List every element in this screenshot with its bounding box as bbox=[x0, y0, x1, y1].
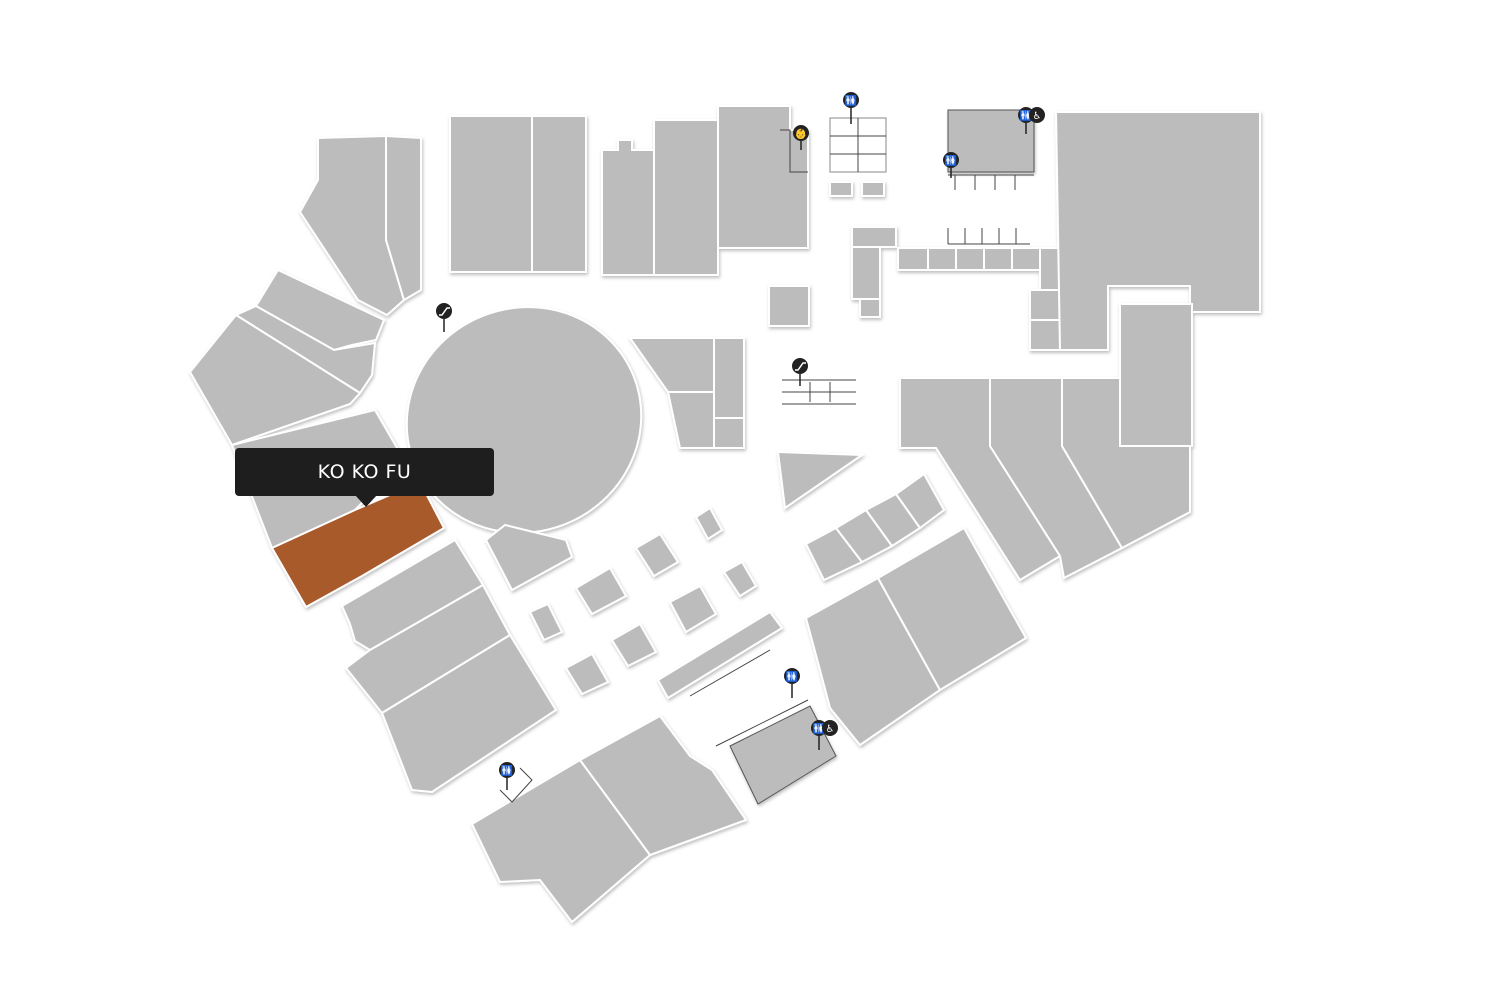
store-unit[interactable] bbox=[859, 298, 881, 318]
escalator-icon[interactable] bbox=[792, 358, 808, 386]
store-unit[interactable] bbox=[894, 472, 946, 530]
store-unit[interactable] bbox=[861, 181, 885, 197]
store-unit[interactable] bbox=[385, 134, 422, 302]
restroom-block bbox=[947, 109, 1035, 173]
store-unit[interactable] bbox=[578, 714, 748, 857]
store-unit[interactable] bbox=[717, 105, 809, 249]
store-unit[interactable] bbox=[653, 119, 719, 276]
svg-text:♿: ♿ bbox=[1033, 111, 1042, 122]
kiosk[interactable] bbox=[564, 652, 610, 696]
store-unit[interactable] bbox=[601, 139, 655, 276]
restroom-icon[interactable]: 🚻 bbox=[499, 762, 515, 790]
store-unit[interactable] bbox=[983, 247, 1013, 271]
store-unit[interactable] bbox=[656, 610, 784, 700]
restroom-icon[interactable]: 🚻 bbox=[843, 92, 859, 124]
anchor-store[interactable] bbox=[1054, 111, 1261, 351]
store-unit[interactable] bbox=[1029, 319, 1061, 351]
store-unit[interactable] bbox=[876, 526, 1028, 692]
parking-outline bbox=[499, 117, 1034, 803]
store-unit[interactable] bbox=[768, 285, 810, 327]
store-unit[interactable] bbox=[1011, 247, 1041, 271]
store-unit[interactable] bbox=[955, 247, 985, 271]
kiosk[interactable] bbox=[668, 584, 718, 634]
restroom-icon[interactable]: 🚻 bbox=[1018, 107, 1034, 134]
svg-text:🚻: 🚻 bbox=[845, 94, 857, 107]
accessible-restroom-icon[interactable]: ♿ bbox=[1029, 107, 1045, 123]
store-unit[interactable] bbox=[531, 115, 587, 273]
svg-text:🚻: 🚻 bbox=[501, 764, 513, 777]
store-name: KO KO FU bbox=[317, 461, 412, 483]
store-unit[interactable] bbox=[897, 247, 929, 271]
kiosk[interactable] bbox=[484, 523, 574, 592]
kiosk[interactable] bbox=[634, 532, 680, 578]
store-label-tooltip: KO KO FU bbox=[235, 448, 494, 507]
svg-text:🚻: 🚻 bbox=[945, 154, 957, 167]
store-unit[interactable] bbox=[1029, 289, 1061, 321]
store-unit[interactable] bbox=[188, 313, 362, 447]
store-unit[interactable] bbox=[927, 247, 957, 271]
kiosk[interactable] bbox=[610, 622, 658, 668]
store-unit[interactable] bbox=[829, 181, 853, 197]
store-unit[interactable] bbox=[1119, 303, 1193, 447]
store-unit[interactable] bbox=[666, 391, 715, 449]
store-unit[interactable] bbox=[776, 450, 866, 510]
store-unit[interactable] bbox=[713, 337, 745, 419]
store-unit[interactable] bbox=[851, 226, 897, 248]
restroom-block bbox=[729, 705, 837, 805]
kiosk[interactable] bbox=[528, 602, 564, 642]
store-unit[interactable] bbox=[713, 417, 745, 449]
store-unit[interactable] bbox=[628, 337, 715, 393]
kiosk[interactable] bbox=[574, 566, 628, 616]
restroom-icon[interactable]: 🚻 bbox=[784, 668, 800, 698]
baby-change-icon[interactable]: 👶 bbox=[793, 125, 809, 150]
store-koko-fu[interactable] bbox=[270, 480, 446, 609]
accessible-restroom-icon[interactable]: ♿ bbox=[822, 720, 838, 736]
kiosk[interactable] bbox=[694, 506, 724, 541]
store-unit[interactable] bbox=[380, 633, 558, 794]
svg-text:🚻: 🚻 bbox=[1020, 109, 1032, 122]
store-unit[interactable] bbox=[851, 246, 881, 300]
svg-text:🚻: 🚻 bbox=[813, 722, 825, 735]
kiosk[interactable] bbox=[722, 560, 758, 598]
store-unit[interactable] bbox=[449, 115, 533, 273]
escalator-icon[interactable] bbox=[436, 303, 452, 332]
svg-text:🚻: 🚻 bbox=[786, 670, 798, 683]
store-unit[interactable] bbox=[1039, 247, 1061, 291]
svg-text:👶: 👶 bbox=[795, 127, 807, 140]
svg-text:♿: ♿ bbox=[826, 724, 835, 735]
restroom-icon[interactable]: 🚻 bbox=[811, 720, 827, 750]
restroom-icon[interactable]: 🚻 bbox=[943, 152, 959, 178]
